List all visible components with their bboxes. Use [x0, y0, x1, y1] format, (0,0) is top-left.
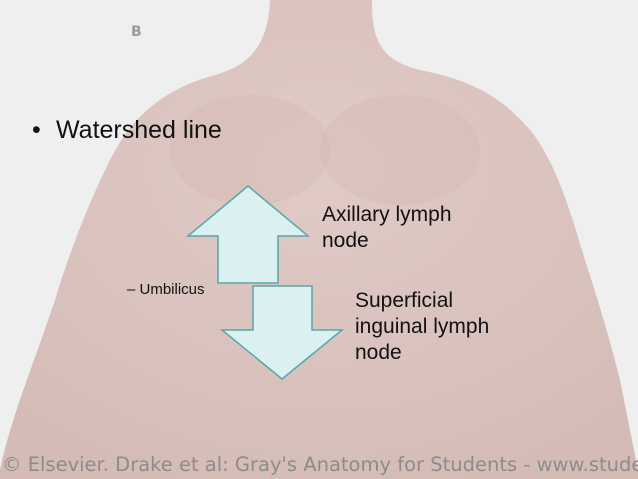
axillary-node-label: Axillary lymph node [322, 203, 452, 252]
sub-bullet-item: – Umbilicus [127, 281, 205, 298]
down-arrow [219, 285, 345, 380]
bullet-text: Watershed line [56, 116, 222, 144]
bullet-item: • Watershed line [32, 116, 222, 145]
up-arrow [185, 185, 311, 284]
figure-letter: B [131, 24, 142, 40]
bullet-marker: • [32, 116, 41, 144]
copyright-caption: © Elsevier. Drake et al: Gray's Anatomy … [2, 453, 638, 476]
inguinal-node-label: Superficial inguinal lymph node [355, 289, 490, 364]
